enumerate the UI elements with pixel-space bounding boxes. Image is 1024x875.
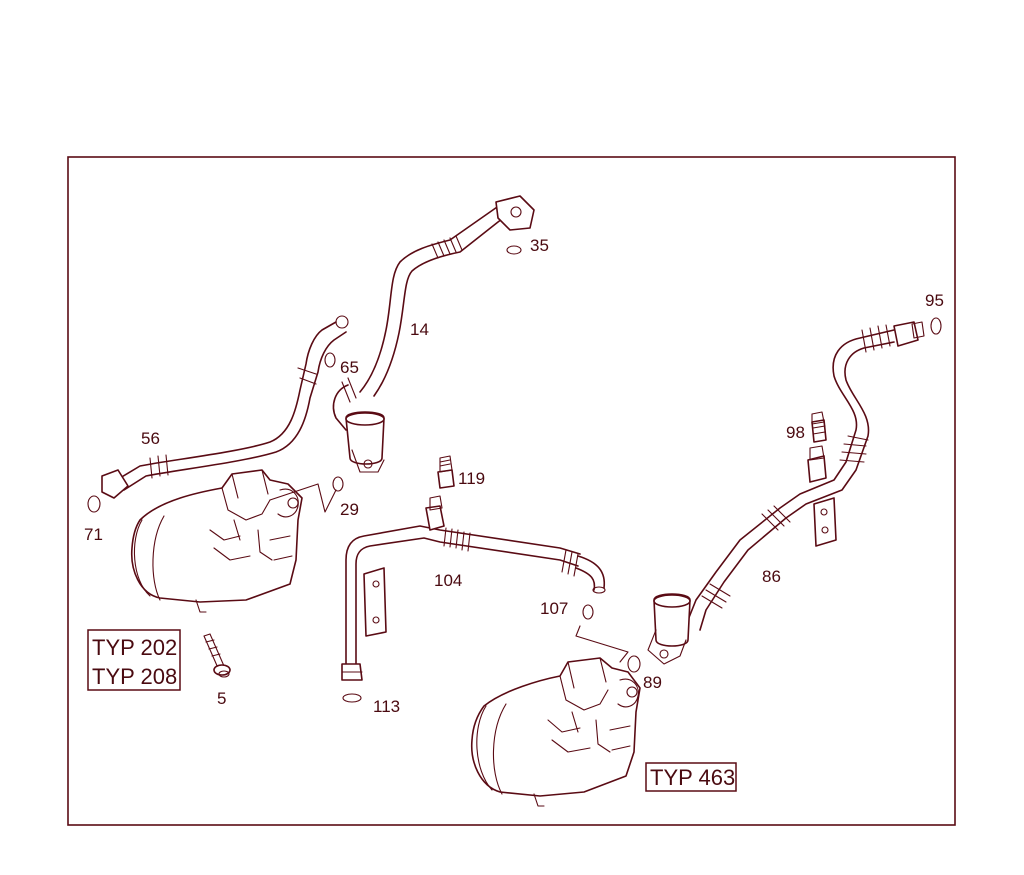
leader-29 [269,483,337,513]
hose-14 [332,195,535,473]
pipe-104 [341,495,606,681]
o-ring-107 [582,604,594,620]
fitting-119 [437,455,455,489]
callout-71: 71 [84,525,103,544]
type-label-208: TYP 208 [92,664,177,689]
leader-107 [575,625,629,663]
callout-14: 14 [410,320,429,339]
bolt-5 [203,633,231,678]
type-label-463: TYP 463 [650,765,735,790]
callout-35: 35 [530,236,549,255]
callout-65: 65 [340,358,359,377]
callout-98: 98 [786,423,805,442]
callout-5: 5 [217,689,226,708]
callout-95: 95 [925,291,944,310]
o-ring-29 [332,476,344,492]
type-box-right [645,762,737,792]
diagram-frame [67,156,956,826]
compressor-right [470,657,641,807]
callout-119: 119 [458,469,485,488]
o-ring-65 [324,352,336,368]
o-ring-89 [627,655,641,673]
hose-56 [101,315,349,499]
o-ring-35 [506,245,522,255]
callout-107: 107 [540,599,568,618]
type-box-left [87,629,181,691]
type-label-202: TYP 202 [92,635,177,660]
o-ring-113 [342,693,362,703]
compressor-left [130,469,303,613]
hose-86 [647,321,925,665]
callout-29: 29 [340,500,359,519]
callout-104: 104 [434,571,462,590]
callout-56: 56 [141,429,160,448]
fitting-98 [811,411,827,443]
o-ring-71 [87,495,101,513]
callout-86: 86 [762,567,781,586]
callout-113: 113 [373,697,400,716]
callout-89: 89 [643,673,662,692]
o-ring-95 [930,317,942,335]
